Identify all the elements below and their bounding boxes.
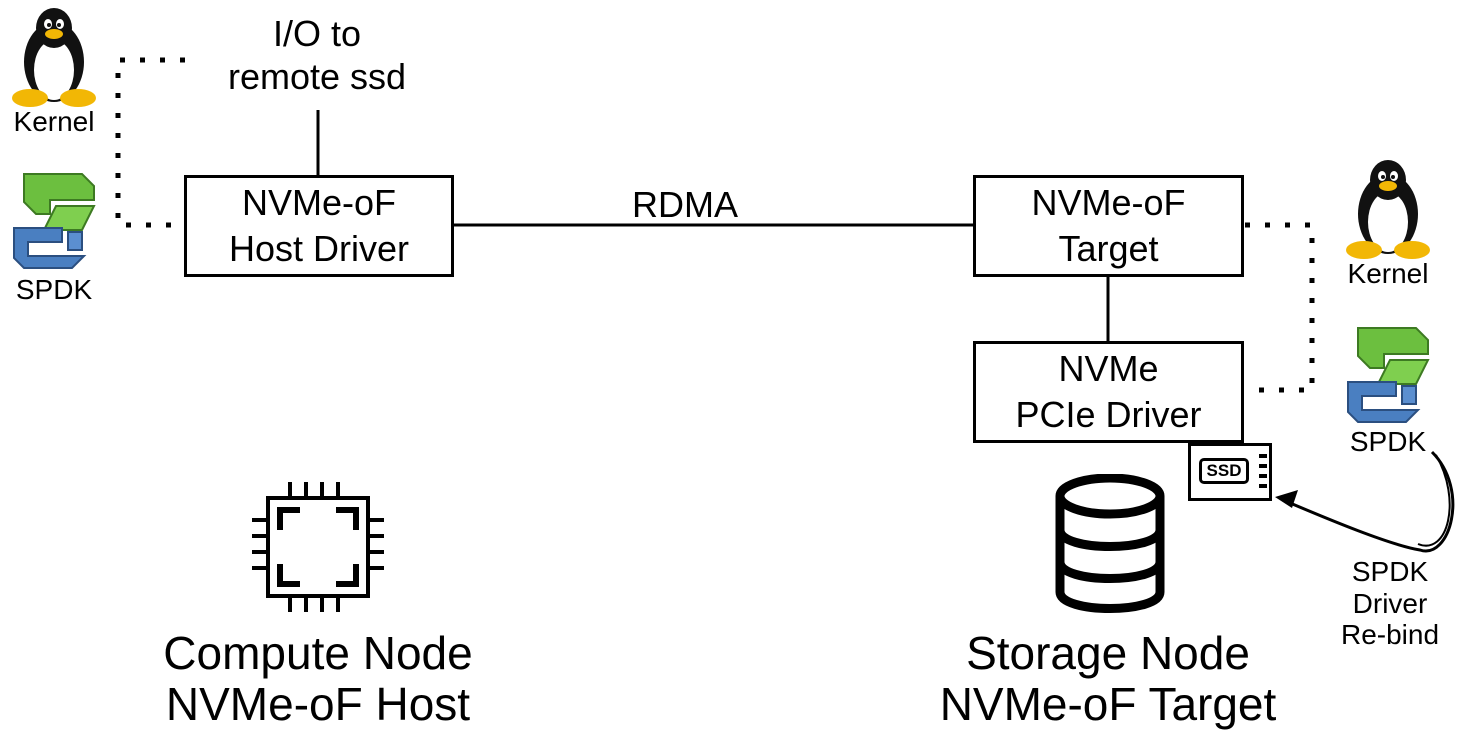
io-label: I/O to remote ssd: [212, 12, 422, 98]
io-label-line2: remote ssd: [227, 56, 407, 98]
target-line2: Target: [1058, 228, 1159, 269]
left-spdk-label: SPDK: [15, 274, 93, 305]
right-dotted-connector: [1245, 222, 1315, 393]
host-driver-box: NVMe-oF Host Driver: [184, 175, 454, 277]
rebind-line2: Driver: [1352, 587, 1428, 619]
compute-node-label: Compute Node NVMe-oF Host: [140, 628, 496, 729]
pcie-driver-line1: NVMe: [1058, 347, 1159, 389]
pcie-driver-box: NVMe PCIe Driver: [973, 341, 1244, 443]
io-label-line1: I/O to: [272, 13, 362, 54]
compute-node-line2: NVMe-oF Host: [165, 677, 471, 730]
right-kernel-label: Kernel: [1347, 258, 1429, 289]
target-line1: NVMe-oF: [1031, 181, 1186, 223]
host-driver-line2: Host Driver: [228, 228, 410, 269]
spdk-logo-icon: [1347, 327, 1430, 423]
rebind-line3: Re-bind: [1340, 619, 1440, 651]
ssd-label: SSD: [1199, 458, 1249, 484]
pcie-driver-line2: PCIe Driver: [1015, 394, 1202, 435]
host-driver-line1: NVMe-oF: [241, 181, 397, 223]
linux-penguin-icon: [1346, 160, 1430, 259]
storage-node-label: Storage Node NVMe-oF Target: [920, 628, 1296, 729]
storage-node-line1: Storage Node: [966, 627, 1250, 679]
left-dotted-connector: [115, 57, 185, 228]
ssd-icon: SSD: [1188, 443, 1272, 501]
rdma-label: RDMA: [632, 184, 738, 225]
spdk-logo-icon: [13, 173, 96, 269]
storage-node-line2: NVMe-oF Target: [939, 677, 1277, 730]
rebind-arrow: [1282, 450, 1455, 553]
linux-penguin-icon: [12, 8, 96, 107]
rebind-label: SPDK Driver Re-bind: [1330, 556, 1450, 651]
arrowhead: [1275, 490, 1298, 508]
target-box: NVMe-oF Target: [973, 175, 1244, 277]
compute-node-line1: Compute Node: [163, 627, 473, 679]
left-kernel-label: Kernel: [13, 106, 95, 137]
rebind-line1: SPDK: [1351, 556, 1429, 587]
database-icon: [1055, 474, 1165, 613]
cpu-chip-icon: [252, 482, 384, 612]
right-spdk-label: SPDK: [1349, 426, 1427, 457]
